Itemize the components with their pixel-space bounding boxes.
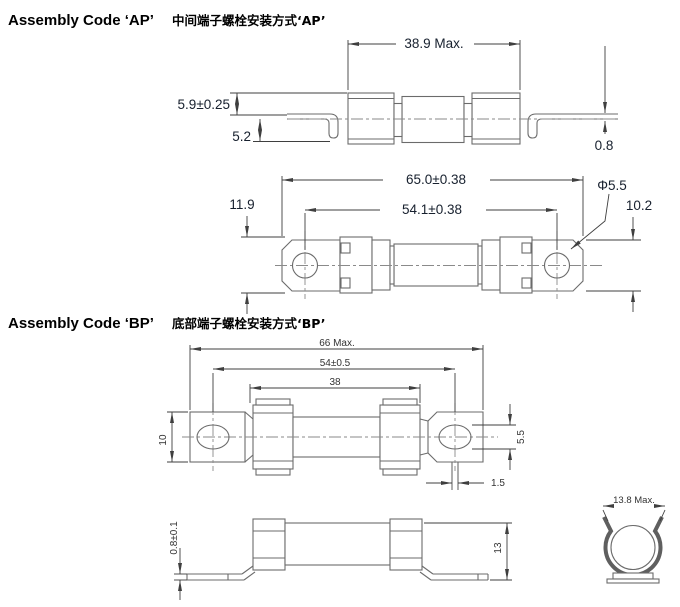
dim-hole-pitch-ap: 54.1±0.38	[304, 202, 558, 250]
left-clamp	[339, 236, 373, 294]
right-end-cap	[471, 92, 521, 145]
ceramic-tube	[401, 95, 465, 144]
dim-overall-height: 13	[424, 522, 512, 581]
bp-side-view-drawing: 0.8±0.1 13	[169, 518, 512, 600]
right-clamp	[499, 236, 533, 294]
left-lead	[287, 113, 339, 139]
dim-tab-thickness: 1.5	[426, 462, 505, 490]
clip-foot	[612, 572, 654, 580]
dim-clip-width: 13.8 Max.	[602, 495, 666, 522]
left-neck	[393, 102, 403, 138]
dim-label-tab-thickness: 1.5	[491, 478, 505, 489]
right-bolt-hole	[438, 424, 472, 450]
fuse-side-view-ap	[287, 92, 618, 145]
dim-label-lead-thickness: 0.8	[595, 138, 614, 153]
left-cap	[371, 239, 391, 291]
dim-lead-thickness-bp: 0.8±0.1	[169, 521, 187, 600]
bp-subtitle-chinese: 底部端子螺栓安装方式‘BP’	[172, 316, 326, 331]
dim-label-overall-height: 13	[493, 542, 504, 554]
fuse-top-view-ap	[275, 231, 602, 299]
dim-hole-pitch-bp: 54±0.5	[212, 358, 456, 412]
right-lead-bend	[421, 565, 434, 575]
left-lead-bend	[241, 565, 254, 575]
dim-label-clip-width: 13.8 Max.	[613, 495, 655, 506]
dim-label-lead-thickness-bp: 0.8±0.1	[169, 521, 180, 555]
right-bolt-hole	[543, 252, 571, 279]
dim-hole-diameter: Φ5.5	[570, 178, 627, 250]
left-bolt-hole	[196, 424, 230, 450]
dim-label-lead-drop: 5.2	[232, 129, 251, 144]
dim-overall-length-bp: 66 Max.	[189, 338, 484, 410]
ap-section-header: Assembly Code ‘AP’ 中间端子螺栓安装方式‘AP’	[8, 12, 326, 29]
dim-tab-height: 10.2	[586, 198, 652, 312]
bp-section-header: Assembly Code ‘BP’ 底部端子螺栓安装方式‘BP’	[8, 315, 326, 332]
bp-title: Assembly Code ‘BP’	[8, 315, 154, 332]
dim-label-hole-pitch-ap: 54.1±0.38	[402, 202, 462, 217]
bp-top-view-drawing: 66 Max. 54±0.5 38 10 5.5	[158, 338, 527, 490]
dim-lead-thickness: 0.8	[595, 46, 614, 153]
fuse-clip-end-view: 13.8 Max.	[602, 495, 666, 584]
dim-label-hole-height: 5.5	[516, 430, 527, 444]
dim-label-overall-length-ap: 65.0±0.38	[406, 172, 466, 187]
clip-base-plate	[606, 578, 660, 584]
tube	[393, 243, 479, 287]
fuse-top-view-bp	[182, 398, 498, 476]
dim-label-left-height: 11.9	[229, 197, 254, 212]
left-clamp	[252, 518, 286, 571]
dim-label-tab-height: 10.2	[626, 198, 652, 213]
fuse-side-view-bp	[186, 518, 489, 581]
dim-label-body-length: 38.9 Max.	[404, 36, 463, 51]
dim-tab-width: 10	[158, 411, 188, 463]
right-neck	[463, 102, 473, 138]
dim-lead-drop: 5.2	[232, 119, 330, 144]
dim-overall-length-ap: 65.0±0.38	[281, 172, 584, 236]
dim-left-height: 11.9	[229, 197, 285, 314]
dim-label-body-length-bp: 38	[329, 377, 341, 388]
left-bolt-hole	[291, 252, 319, 279]
dim-body-length-bp: 38	[249, 377, 421, 403]
dim-label-overall-length-bp: 66 Max.	[319, 338, 355, 349]
dim-label-hole-diameter: Φ5.5	[597, 178, 627, 193]
dim-lead-height: 5.9±0.25	[178, 92, 347, 116]
tube	[284, 522, 391, 566]
ap-subtitle-chinese: 中间端子螺栓安装方式‘AP’	[172, 13, 326, 28]
right-lead	[527, 113, 618, 139]
dim-label-lead-height: 5.9±0.25	[178, 97, 230, 112]
fuse-body-section	[610, 524, 656, 571]
right-cap	[481, 239, 501, 291]
ap-side-view-drawing: 38.9 Max. 5.9±0.25 5.2 0.8	[178, 36, 618, 153]
ap-top-view-drawing: 65.0±0.38 54.1±0.38 11.9 10.2 Φ5.5	[229, 172, 652, 314]
right-clamp	[389, 518, 423, 571]
ap-title: Assembly Code ‘AP’	[8, 12, 154, 29]
dim-label-hole-pitch-bp: 54±0.5	[320, 358, 351, 369]
dim-hole-height: 5.5	[472, 404, 527, 470]
dim-label-tab-width: 10	[158, 434, 169, 446]
left-end-cap	[347, 92, 395, 145]
dim-body-length: 38.9 Max.	[347, 36, 521, 90]
